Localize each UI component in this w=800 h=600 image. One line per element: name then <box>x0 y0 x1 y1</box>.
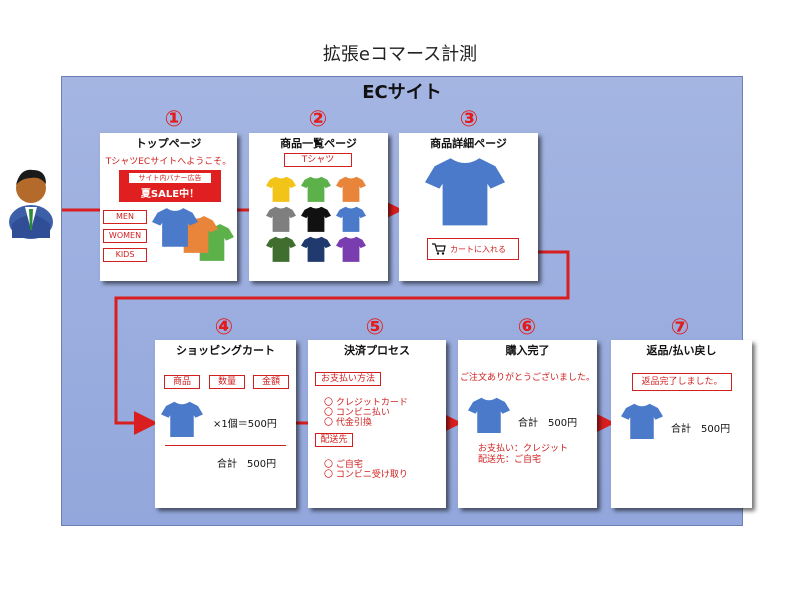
step-number-4: ④ <box>214 315 234 340</box>
step-number-7: ⑦ <box>670 315 690 340</box>
card-purchase-complete: 購入完了 ご注文ありがとうございました。 合計 500円 お支払い：クレジット … <box>458 340 597 508</box>
card-title: 返品/払い戻し <box>646 344 717 357</box>
card-title: ショッピングカート <box>176 344 275 357</box>
category-label[interactable]: Tシャツ <box>284 153 352 167</box>
header-product: 商品 <box>164 375 200 389</box>
card-title: 購入完了 <box>505 344 550 357</box>
banner-ad[interactable]: サイト内バナー広告 夏SALE中！ <box>119 170 221 202</box>
header-amount: 金額 <box>253 375 289 389</box>
payment-method-label: お支払い方法 <box>315 372 381 386</box>
tshirt-icon[interactable] <box>301 235 331 263</box>
banner-small-label: サイト内バナー広告 <box>129 173 211 183</box>
refund-message: 返品完了しました。 <box>632 373 732 391</box>
tshirt-icon <box>152 205 198 249</box>
arrow-3-to-4 <box>114 250 570 435</box>
tshirt-icon[interactable] <box>336 235 366 263</box>
add-to-cart-button[interactable]: カートに入れる <box>427 238 519 260</box>
card-top-page: トップページ TシャツECサイトへようこそ。 サイト内バナー広告 夏SALE中！… <box>100 133 237 281</box>
payment-option-convenience[interactable]: 〇 コンビニ払い <box>324 408 390 418</box>
card-refund: 返品/払い戻し 返品完了しました。 合計 500円 <box>611 340 752 508</box>
payment-option-cod[interactable]: 〇 代金引換 <box>324 418 372 428</box>
tshirt-icon[interactable] <box>336 205 366 233</box>
tshirt-icon <box>425 155 505 227</box>
divider <box>165 445 286 446</box>
header-quantity: 数量 <box>209 375 245 389</box>
tshirt-icon[interactable] <box>336 175 366 203</box>
card-title: 商品詳細ページ <box>430 137 507 150</box>
shipping-option-store[interactable]: 〇 コンビニ受け取り <box>324 470 408 480</box>
tshirt-icon <box>468 396 510 434</box>
step-number-3: ③ <box>459 107 479 132</box>
tshirt-icon[interactable] <box>266 175 296 203</box>
card-title: 商品一覧ページ <box>280 137 357 150</box>
card-title: 決済プロセス <box>344 344 410 357</box>
tshirt-icon[interactable] <box>301 205 331 233</box>
banner-main-label: 夏SALE中！ <box>140 189 200 200</box>
step-number-5: ⑤ <box>365 315 385 340</box>
menu-women[interactable]: WOMEN <box>103 229 147 243</box>
cart-total: 合計 500円 <box>217 459 277 470</box>
card-product-list: 商品一覧ページ Tシャツ <box>249 133 388 281</box>
menu-kids[interactable]: KIDS <box>103 248 147 262</box>
payment-option-credit[interactable]: 〇 クレジットカード <box>324 398 408 408</box>
add-to-cart-label: カートに入れる <box>450 245 506 254</box>
thanks-message: ご注文ありがとうございました。 <box>459 373 595 383</box>
refund-total: 合計 500円 <box>671 424 731 435</box>
tshirt-icon[interactable] <box>266 205 296 233</box>
site-label: ECサイト <box>362 82 442 103</box>
shipping-label: 配送先 <box>315 433 353 447</box>
card-product-detail: 商品詳細ページ カートに入れる <box>399 133 538 281</box>
tshirt-icon[interactable] <box>301 175 331 203</box>
cart-icon <box>432 243 446 255</box>
welcome-text: TシャツECサイトへようこそ。 <box>105 157 232 167</box>
tshirt-icon[interactable] <box>266 235 296 263</box>
tshirt-icon <box>161 400 203 438</box>
page-title: 拡張eコマース計測 <box>322 44 478 65</box>
cart-line-item: ×1個＝500円 <box>213 419 277 430</box>
purchase-total: 合計 500円 <box>518 418 578 429</box>
shipping-info: 配送先：ご自宅 <box>478 455 542 465</box>
card-shopping-cart: ショッピングカート 商品 数量 金額 ×1個＝500円 合計 500円 <box>155 340 296 508</box>
payment-info: お支払い：クレジット <box>478 444 569 454</box>
step-number-2: ② <box>308 107 328 132</box>
card-title: トップページ <box>135 137 202 150</box>
menu-men[interactable]: MEN <box>103 210 147 224</box>
shipping-option-home[interactable]: 〇 ご自宅 <box>324 460 363 470</box>
card-checkout: 決済プロセス お支払い方法 〇 クレジットカード 〇 コンビニ払い 〇 代金引換… <box>308 340 446 508</box>
step-number-1: ① <box>164 107 184 132</box>
tshirt-icon <box>621 402 663 440</box>
step-number-6: ⑥ <box>517 315 537 340</box>
